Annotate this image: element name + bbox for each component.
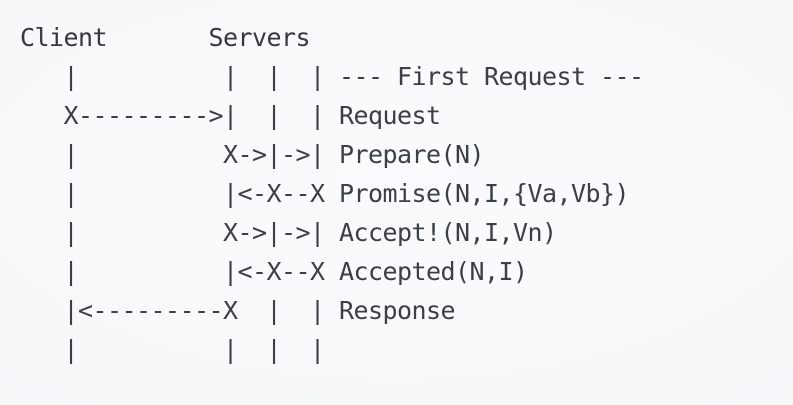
diagram-row-request: X--------->| | | Request — [20, 101, 442, 130]
ascii-diagram-text: Client Servers | | | | --- First Request… — [20, 18, 644, 369]
diagram-row-response: |<---------X | | Response — [20, 296, 456, 325]
diagram-row-promise: | |<-X--X Promise(N,I,{Va,Vb}) — [20, 179, 630, 208]
diagram-row-first-request: | | | | --- First Request --- — [20, 62, 645, 91]
diagram-row-lifelines-end: | | | | — [20, 335, 326, 364]
diagram-row-prepare: | X->|->| Prepare(N) — [20, 140, 485, 169]
diagram-row-accepted: | |<-X--X Accepted(N,I) — [20, 257, 529, 286]
diagram-header-row: Client Servers — [20, 23, 311, 52]
diagram-row-accept: | X->|->| Accept!(N,I,Vn) — [20, 218, 558, 247]
